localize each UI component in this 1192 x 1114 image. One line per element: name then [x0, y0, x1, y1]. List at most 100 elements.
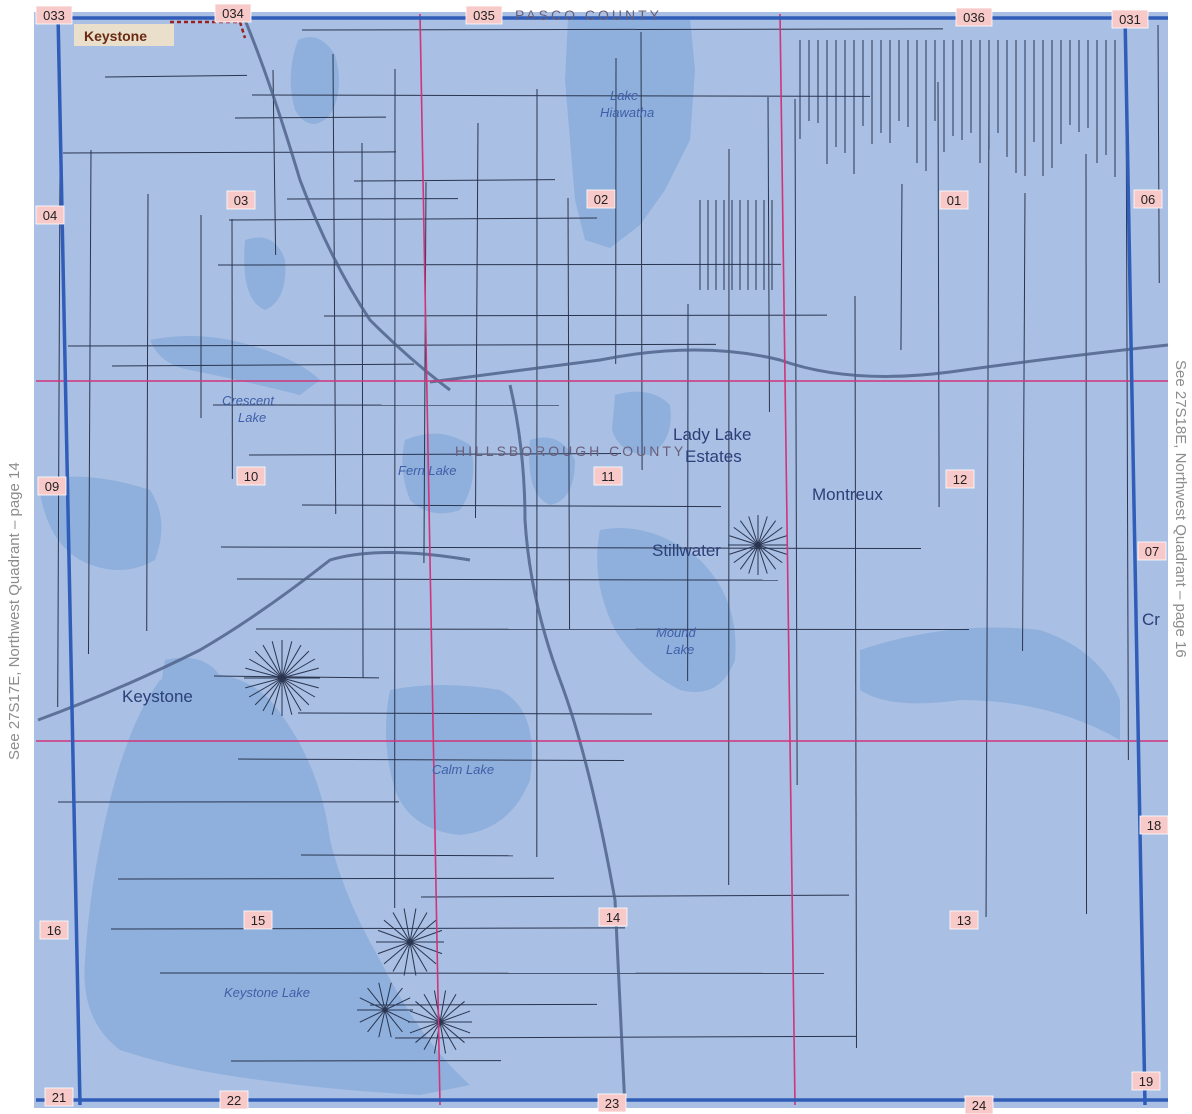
road-keystone-west	[37, 551, 471, 722]
svg-text:11: 11	[601, 469, 615, 484]
parcel-line-radial	[254, 650, 283, 679]
parcel-line-horizontal	[213, 675, 380, 679]
parcel-line-radial	[439, 1010, 471, 1023]
parcel-line-vertical	[794, 98, 798, 786]
parcel-line-horizontal	[236, 578, 779, 581]
parcel-line-radial	[757, 544, 783, 564]
parcel-line-horizontal	[255, 628, 970, 631]
fern-lake-shape	[402, 433, 474, 514]
parcel-line-radial	[409, 1010, 441, 1023]
keystone-tag: Keystone	[74, 24, 174, 46]
section-labels: 033 034 035 036 031 03 02 01 04 06 10 11…	[35, 3, 1169, 1114]
section-label-16: 16	[39, 920, 69, 940]
water-label-mound-1: Mound	[656, 625, 697, 640]
section-label-035: 035	[465, 5, 503, 25]
parcel-line-horizontal	[353, 179, 556, 182]
parcel-line-horizontal	[62, 151, 397, 154]
parcel-line-radial	[757, 544, 768, 574]
parcel-line-radial	[378, 982, 386, 1011]
svg-text:033: 033	[43, 8, 65, 23]
section-label-22: 22	[219, 1090, 249, 1110]
parcel-line-radial	[757, 544, 777, 570]
section-label-01: 01	[939, 190, 969, 210]
parcel-line-vertical	[640, 31, 643, 471]
parcel-line-horizontal	[237, 758, 625, 762]
water-label-fern-lake: Fern Lake	[398, 463, 457, 478]
parcel-lines	[57, 24, 1160, 1062]
parcel-line-radial	[384, 987, 403, 1011]
water-label-mound-2: Lake	[666, 642, 694, 657]
parcel-line-radial	[245, 677, 283, 689]
parcel-line-radial	[245, 667, 283, 679]
parcel-line-horizontal	[369, 1003, 598, 1006]
svg-text:02: 02	[594, 192, 608, 207]
lake-in-03-shape	[290, 37, 339, 124]
parcel-line-radial	[409, 919, 437, 943]
parcel-line-vertical	[474, 122, 479, 519]
section-label-11: 11	[593, 466, 623, 486]
parcel-line-horizontal	[251, 94, 871, 97]
parcel-line-radial	[409, 941, 428, 972]
parcel-line-radial	[281, 677, 293, 715]
section-label-14: 14	[598, 907, 628, 927]
parcel-line-vertical	[57, 164, 61, 708]
svg-text:031: 031	[1119, 12, 1141, 27]
parcel-line-radial	[384, 1009, 392, 1038]
svg-text:24: 24	[972, 1098, 986, 1113]
side-reference-left: See 27S17E, Northwest Quadrant – page 14	[6, 462, 23, 760]
parcel-line-horizontal	[110, 927, 626, 930]
parcel-line-radial	[281, 677, 302, 712]
section-label-10: 10	[236, 466, 266, 486]
keystone-tag-text: Keystone	[84, 28, 147, 44]
section-label-07: 07	[1137, 541, 1167, 561]
county-label-hillsborough: HILLSBOROUGH COUNTY	[455, 443, 686, 459]
parcel-line-radial	[281, 677, 316, 698]
parcel-line-radial	[281, 667, 319, 679]
parcel-line-vertical	[1157, 24, 1160, 284]
small-lake-03-shape	[244, 237, 286, 310]
section-label-19: 19	[1131, 1071, 1161, 1091]
parcel-line-radial	[262, 644, 283, 679]
parcel-line-horizontal	[234, 116, 387, 119]
parcel-line-radial	[409, 1021, 441, 1034]
parcel-line-radial	[392, 941, 411, 972]
parcel-line-radial	[748, 516, 759, 546]
place-label-montreux: Montreux	[812, 485, 883, 504]
svg-text:18: 18	[1147, 818, 1161, 833]
parcel-line-radial	[415, 1001, 441, 1023]
road-east-west-upper	[429, 343, 1169, 384]
parcel-line-vertical	[937, 81, 940, 508]
section-label-033: 033	[35, 5, 73, 25]
section-label-18: 18	[1139, 815, 1169, 835]
parcel-line-radial	[254, 677, 283, 706]
keystone-lake-north-shape	[160, 657, 225, 720]
place-label-keystone: Keystone	[122, 687, 193, 706]
parcel-line-radial	[262, 677, 283, 712]
lady-lake-pond-shape	[612, 391, 671, 455]
parcel-line-radial	[403, 908, 411, 943]
road-route-north	[508, 384, 627, 1109]
parcel-line-radial	[439, 1001, 465, 1023]
parcel-line-radial	[359, 1009, 386, 1023]
parcel-line-vertical	[332, 53, 337, 515]
parcel-line-radial	[439, 990, 447, 1023]
parcel-line-radial	[383, 919, 411, 943]
parcel-line-radial	[271, 641, 283, 679]
parcel-line-radial	[729, 544, 759, 555]
parcel-line-horizontal	[300, 854, 514, 857]
parcel-line-vertical	[767, 96, 770, 413]
parcel-line-radial	[384, 982, 392, 1011]
section-label-034: 034	[214, 3, 252, 23]
parcel-line-radial	[733, 526, 759, 546]
parcel-line-vertical	[900, 183, 903, 351]
section-label-23: 23	[597, 1093, 627, 1113]
svg-text:06: 06	[1141, 192, 1155, 207]
parcel-line-horizontal	[323, 314, 828, 317]
section-label-02: 02	[586, 189, 616, 209]
parcel-line-horizontal	[297, 712, 653, 715]
parcel-line-radial	[757, 544, 787, 555]
parcel-line-radial	[748, 544, 759, 574]
parcel-line-radial	[439, 1021, 447, 1054]
parcel-line-radial	[248, 658, 283, 679]
